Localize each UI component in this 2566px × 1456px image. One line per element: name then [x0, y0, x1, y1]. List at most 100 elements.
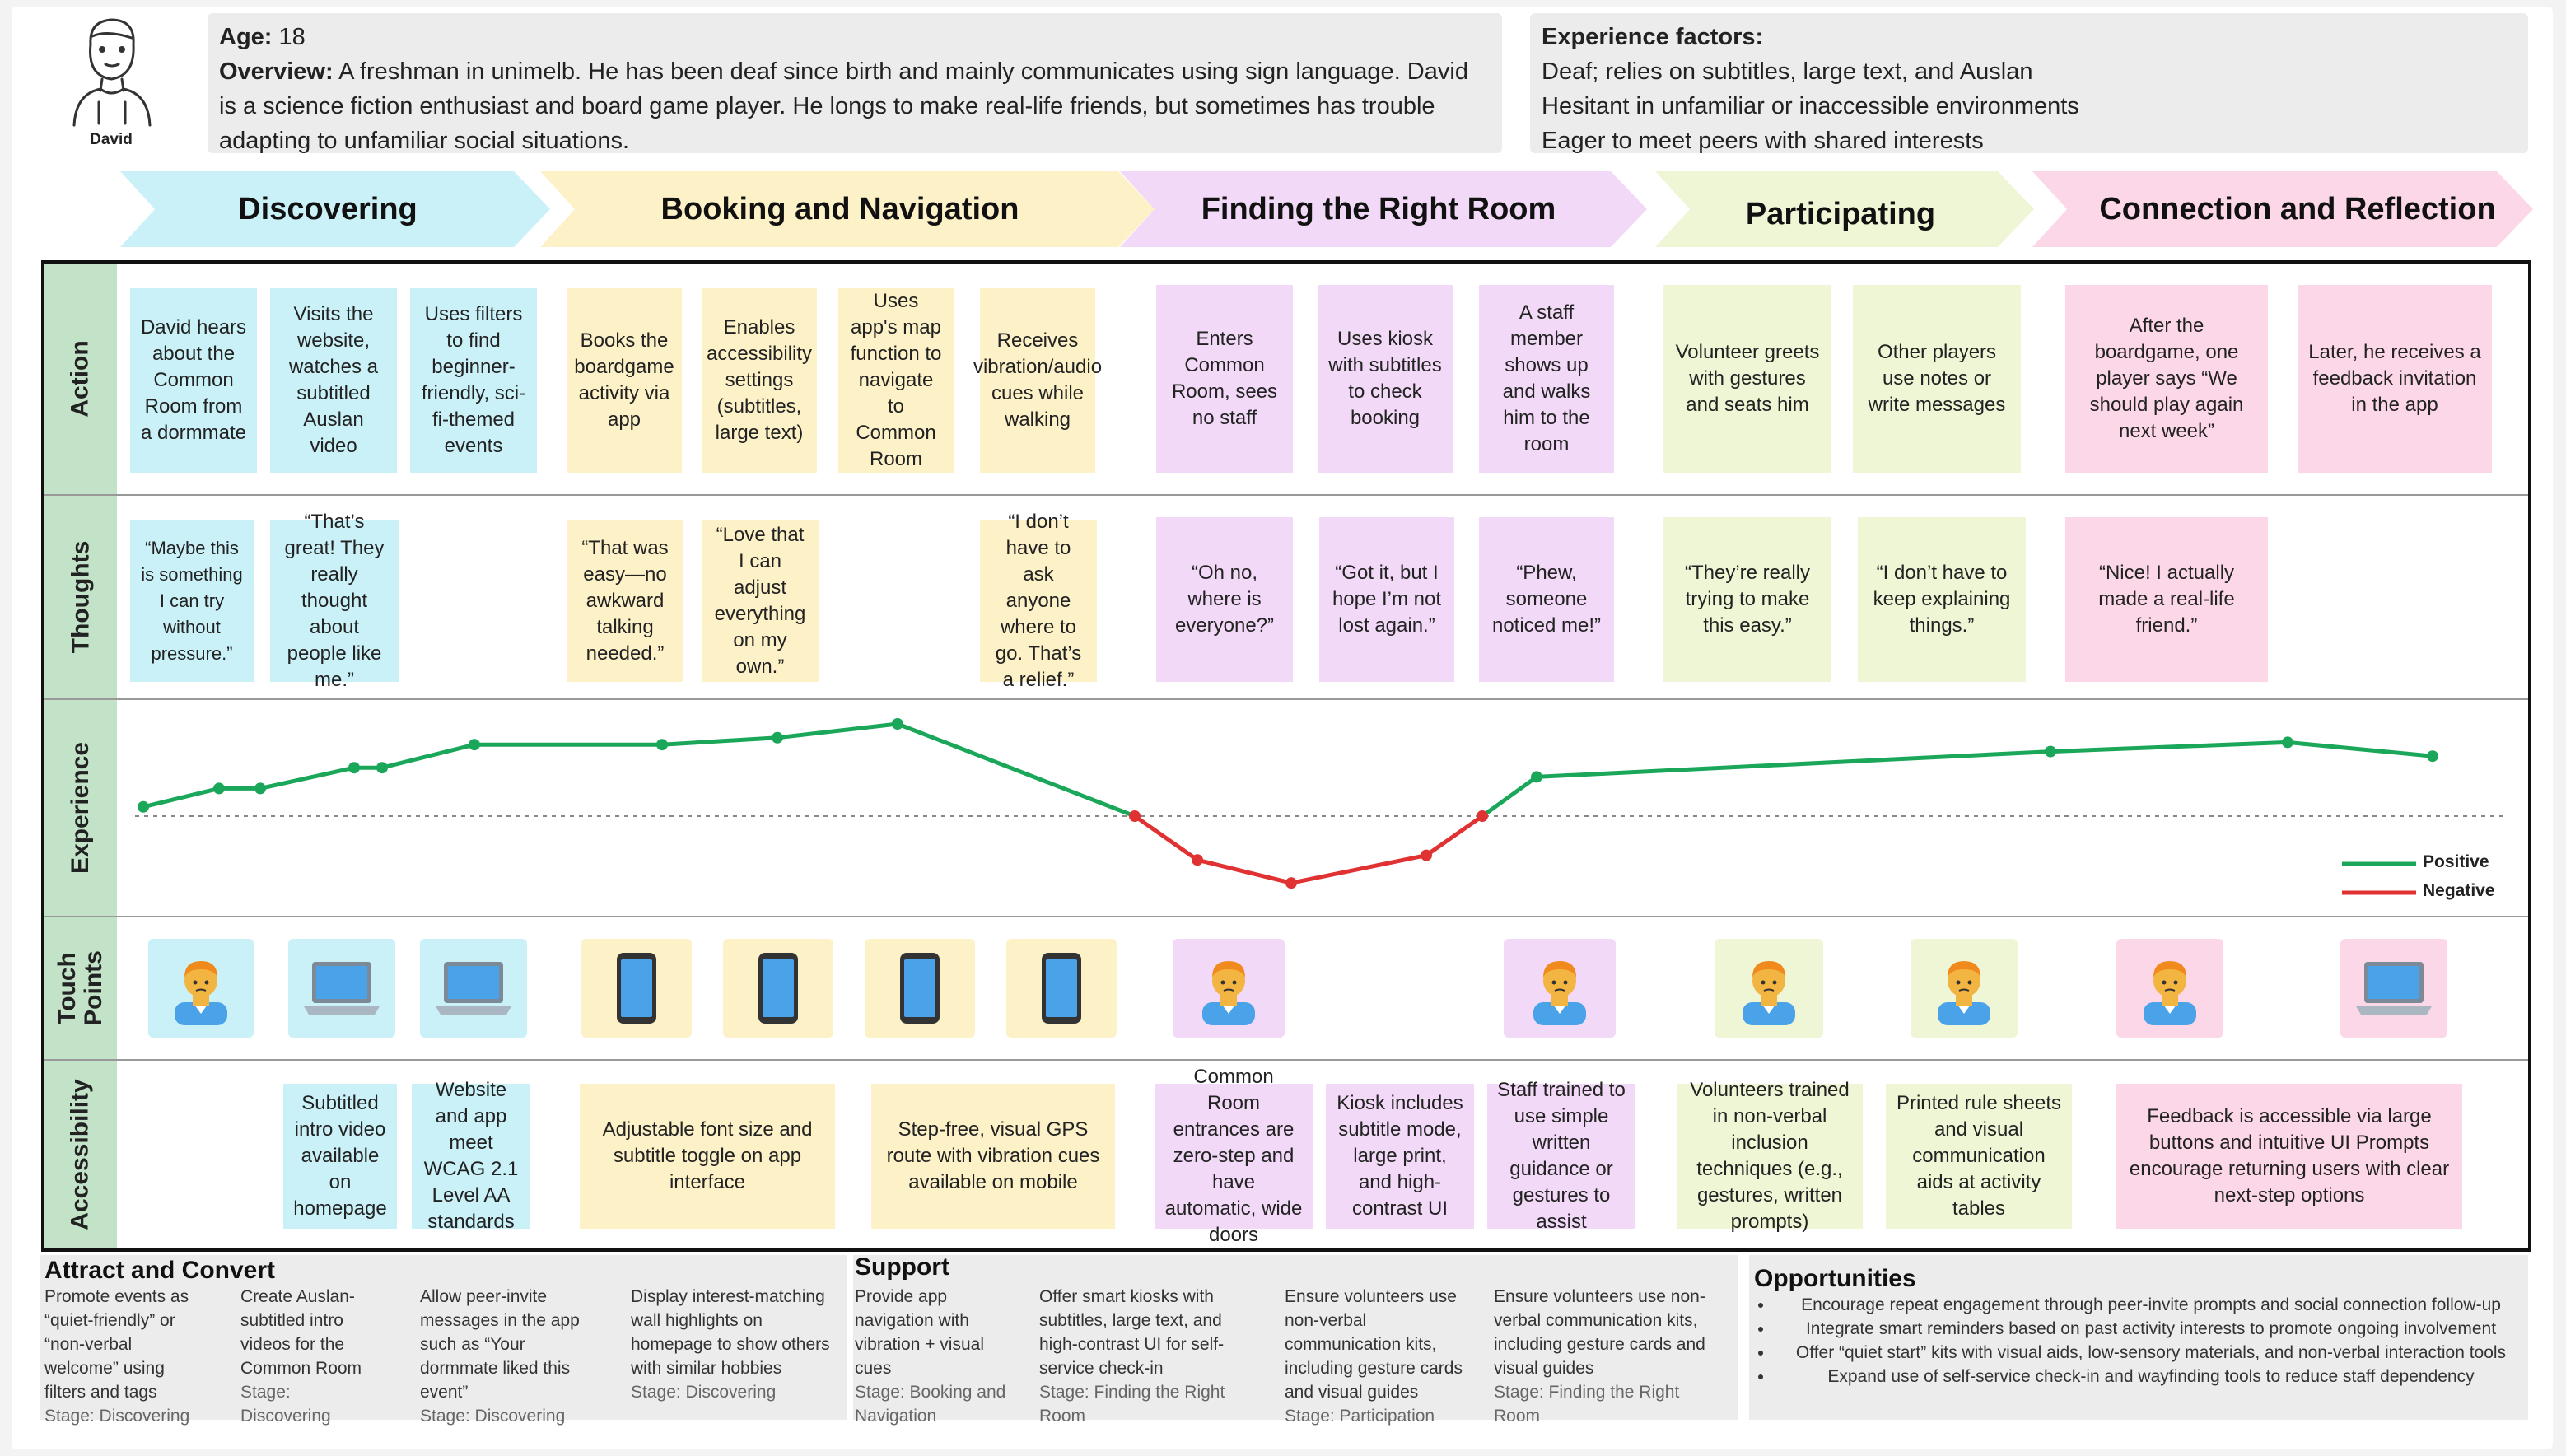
touch-point-person	[1911, 939, 2018, 1038]
row-label-accessibility: Accessibility	[44, 1061, 117, 1248]
stage-label: Finding the Right Room	[1201, 191, 1556, 226]
positive-segment	[777, 721, 898, 740]
accessibility-card: Step-free, visual GPS route with vibrati…	[871, 1084, 1115, 1229]
support-title: Support	[855, 1253, 949, 1281]
legend-negative-label: Negative	[2423, 881, 2495, 900]
thought-card: “Maybe this is something I can try witho…	[130, 520, 254, 682]
touch-point-laptop	[2340, 939, 2447, 1038]
support-panel	[853, 1255, 1738, 1420]
opportunity-item: Encourage repeat engagement through peer…	[1774, 1293, 2528, 1317]
age-value: 18	[278, 24, 306, 50]
row-label-action: Action	[44, 264, 117, 494]
person-icon	[2144, 961, 2196, 1025]
laptop-icon	[304, 962, 380, 1015]
action-card: After the boardgame, one player says “We…	[2065, 285, 2268, 473]
positive-point	[469, 739, 480, 751]
experience-curve-chart	[135, 718, 2507, 895]
attract-title: Attract and Convert	[44, 1257, 276, 1284]
opportunity-item: Expand use of self-service check-in and …	[1774, 1365, 2528, 1388]
action-card: Later, he receives a feedback invitation…	[2298, 285, 2492, 473]
thought-card: “Nice! I actually made a real-life frien…	[2065, 517, 2268, 682]
factor-item: Eager to meet peers with shared interest…	[1542, 128, 1984, 154]
attract-item: Create Auslan-subtitled intro videos for…	[240, 1287, 362, 1426]
persona-avatar: David	[49, 12, 173, 148]
positive-segment	[381, 742, 475, 770]
negative-segment	[1133, 814, 1199, 862]
positive-point	[254, 782, 266, 795]
stage-label: Participating	[1745, 196, 1936, 231]
positive-point	[213, 782, 225, 795]
attract-convert-panel	[40, 1255, 847, 1420]
accessibility-card: Staff trained to use simple written guid…	[1487, 1079, 1635, 1233]
accessibility-card: Kiosk includes subtitle mode, large prin…	[1326, 1084, 1474, 1229]
touch-point-phone	[581, 939, 692, 1038]
attract-item: Promote events as “quiet-friendly” or “n…	[44, 1287, 190, 1426]
accessibility-card: Common Room entrances are zero-step and …	[1155, 1066, 1313, 1246]
opportunities-list: Encourage repeat engagement through peer…	[1754, 1293, 2528, 1388]
touch-point-phone	[723, 939, 833, 1038]
accessibility-card: Adjustable font size and subtitle toggle…	[580, 1084, 835, 1229]
action-card: Uses filters to find beginner-friendly, …	[410, 288, 537, 473]
stage-label: Booking and Navigation	[660, 191, 1019, 226]
negative-segment	[1425, 814, 1484, 857]
positive-segment	[1536, 749, 2051, 779]
positive-segment	[2050, 740, 2288, 754]
touch-point-person	[1504, 939, 1616, 1038]
action-card: Enters Common Room, sees no staff	[1156, 285, 1293, 473]
person-icon	[175, 961, 227, 1025]
stage-label: Discovering	[238, 191, 418, 226]
negative-point	[1129, 810, 1141, 822]
row-divider	[44, 494, 2528, 496]
opportunities-panel	[1749, 1255, 2528, 1420]
accessibility-card: Volunteers trained in non-verbal inclusi…	[1677, 1079, 1863, 1233]
positive-point	[376, 762, 388, 774]
persona-name: David	[90, 131, 133, 148]
positive-segment	[661, 735, 778, 747]
factors-title: Experience factors:	[1542, 24, 1764, 50]
positive-point	[2045, 745, 2056, 758]
positive-point	[138, 800, 149, 813]
positive-point	[1531, 771, 1542, 783]
positive-segment	[142, 786, 220, 810]
accessibility-card: Website and app meet WCAG 2.1 Level AA s…	[412, 1079, 530, 1233]
row-divider	[44, 698, 2528, 700]
opportunities-title: Opportunities	[1754, 1265, 1916, 1292]
positive-point	[892, 718, 903, 730]
experience-factors-box: Experience factors: Deaf; relies on subt…	[1530, 13, 2528, 154]
person-sketch-icon	[72, 18, 152, 127]
action-card: Other players use notes or write message…	[1853, 285, 2021, 473]
support-item: Offer smart kiosks with subtitles, large…	[1039, 1287, 1225, 1426]
thought-card: “Phew, someone noticed me!”	[1479, 517, 1614, 682]
phone-icon	[1042, 953, 1081, 1024]
persona-overview-box: Age: 18 Overview: A freshman in unimelb.…	[208, 13, 1502, 154]
positive-point	[772, 731, 783, 744]
attract-item: Display interest-matching wall highlight…	[631, 1287, 830, 1402]
touch-point-laptop	[288, 939, 395, 1038]
phone-icon	[900, 953, 940, 1024]
stage-arrow-finding	[1120, 171, 1647, 247]
touch-point-person	[1715, 939, 1823, 1038]
row-label-thoughts: Thoughts	[44, 496, 117, 698]
negative-point	[1285, 877, 1297, 889]
row-label-touch-points: Touch Points	[44, 917, 117, 1059]
thought-card: “That was easy—no awkward talking needed…	[567, 520, 683, 682]
opportunity-item: Offer “quiet start” kits with visual aid…	[1774, 1341, 2528, 1365]
touch-point-person	[2116, 939, 2223, 1038]
accessibility-card: Feedback is accessible via large buttons…	[2116, 1084, 2462, 1229]
action-card: Receives vibration/audio cues while walk…	[973, 288, 1102, 473]
accessibility-card: Printed rule sheets and visual communica…	[1886, 1084, 2072, 1229]
negative-segment	[1197, 857, 1292, 885]
stage-arrow-participating	[1655, 171, 2034, 247]
positive-point	[2427, 750, 2438, 763]
touch-point-phone	[865, 939, 975, 1038]
stage-arrow-booking	[540, 171, 1155, 247]
action-card: Uses app's map function to navigate to C…	[838, 288, 954, 473]
opportunity-item: Integrate smart reminders based on past …	[1774, 1317, 2528, 1341]
laptop-icon	[2356, 962, 2432, 1015]
negative-segment	[1290, 853, 1427, 885]
action-card: Books the boardgame activity via app	[567, 288, 682, 473]
age-label: Age:	[219, 24, 273, 50]
row-divider	[44, 1059, 2528, 1061]
action-card: Enables accessibility settings (subtitle…	[702, 288, 817, 473]
touch-point-person	[148, 939, 254, 1038]
